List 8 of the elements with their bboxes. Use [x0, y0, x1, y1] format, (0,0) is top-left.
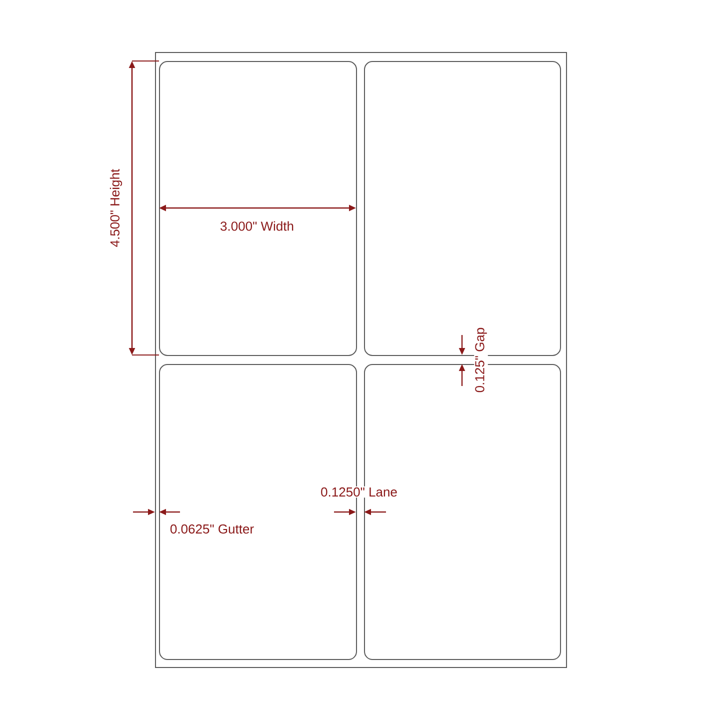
dimension-label: 3.000" Width	[219, 220, 295, 232]
label-outline	[364, 61, 561, 356]
dimension-label: 4.500" Height	[108, 168, 124, 248]
label-outline	[159, 61, 357, 356]
dimension-label: 0.125" Gap	[474, 326, 488, 394]
dimension-label: 0.0625" Gutter	[168, 523, 256, 535]
sheet-outline	[155, 52, 567, 668]
dimension-label: 0.1250" Lane	[320, 486, 398, 498]
